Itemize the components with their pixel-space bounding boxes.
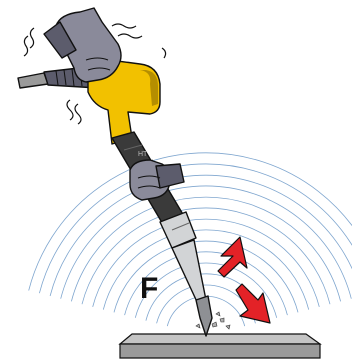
svg-text:HT: HT — [138, 151, 148, 158]
vibration-arc — [61, 186, 352, 299]
force-label: F — [140, 272, 158, 305]
vibration-arc — [82, 208, 330, 304]
jackhammer-icon: HT — [18, 8, 212, 336]
ground-slab — [120, 334, 320, 358]
arrow-up-icon — [218, 237, 247, 277]
lower-glove — [130, 160, 184, 200]
